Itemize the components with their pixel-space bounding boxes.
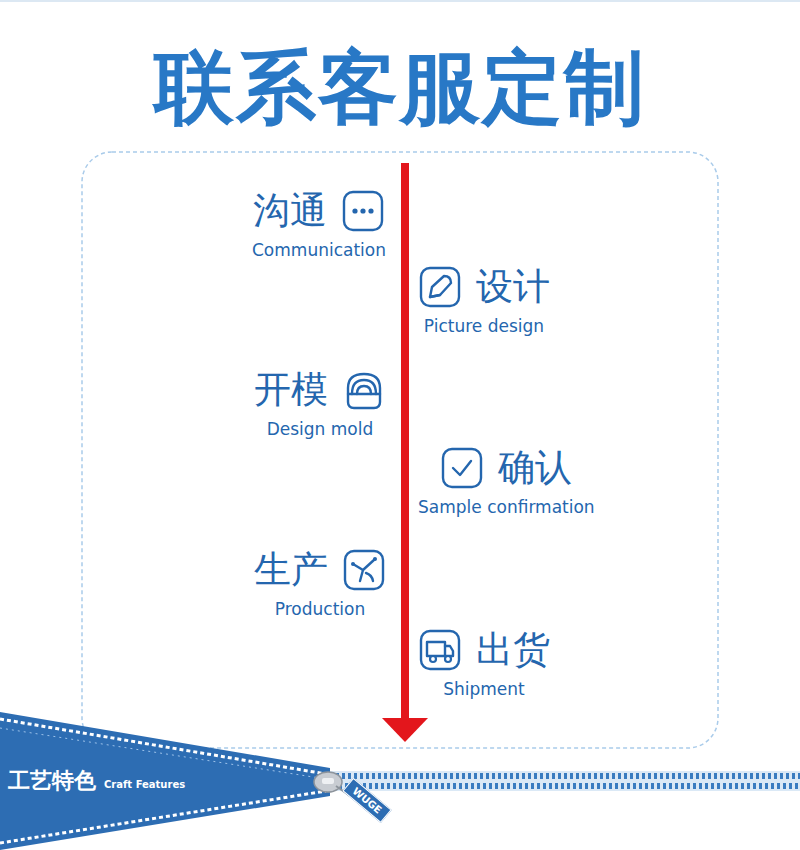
zipper-teeth — [333, 783, 800, 789]
process-step: 开模 Design mold — [254, 368, 386, 440]
step-subtitle: Communication — [252, 239, 386, 261]
zipper-band — [0, 712, 330, 850]
section-band: 工艺特色Craft FeaturesWUGE — [8, 766, 185, 796]
step-icon — [440, 446, 484, 490]
process-step: 确认 Sample confirmation — [418, 446, 595, 518]
band-stitch — [0, 791, 326, 843]
dashed-panel — [82, 152, 718, 748]
band-stitch — [0, 719, 326, 774]
step-subtitle: Design mold — [267, 418, 374, 440]
process-step: 沟通 Communication — [252, 189, 386, 261]
step-title: 出货 — [476, 628, 550, 672]
step-icon — [418, 265, 462, 309]
step-row: 确认 — [440, 446, 572, 490]
step-title: 设计 — [476, 265, 550, 309]
step-row: 设计 — [418, 265, 550, 309]
step-title: 沟通 — [253, 189, 327, 233]
process-step: 设计 Picture design — [418, 265, 550, 337]
step-title: 生产 — [254, 548, 328, 592]
zipper-pull — [322, 778, 334, 784]
step-subtitle: Shipment — [443, 678, 525, 700]
top-rule — [0, 0, 800, 2]
step-row: 生产 — [254, 548, 386, 592]
step-subtitle: Picture design — [424, 315, 544, 337]
step-subtitle: Sample confirmation — [418, 496, 595, 518]
band-subtitle: Craft Features — [104, 779, 185, 790]
step-title: 确认 — [498, 446, 572, 490]
step-icon — [342, 548, 386, 592]
step-title: 开模 — [254, 368, 328, 412]
step-row: 出货 — [418, 628, 550, 672]
band-title: 工艺特色 — [8, 766, 96, 796]
step-subtitle: Production — [275, 598, 365, 620]
zipper-strip — [330, 771, 800, 791]
process-step: 出货 Shipment — [418, 628, 550, 700]
step-icon — [418, 628, 462, 672]
step-icon — [341, 189, 385, 233]
flow-arrow-head — [382, 718, 428, 742]
step-icon — [342, 368, 386, 412]
zipper-pull — [314, 772, 342, 792]
process-step: 生产 Production — [254, 548, 386, 620]
page-title: 联系客服定制 — [0, 38, 800, 138]
flow-arrow-shaft — [401, 163, 409, 722]
step-row: 沟通 — [253, 189, 385, 233]
step-row: 开模 — [254, 368, 386, 412]
zipper-teeth — [330, 773, 800, 779]
